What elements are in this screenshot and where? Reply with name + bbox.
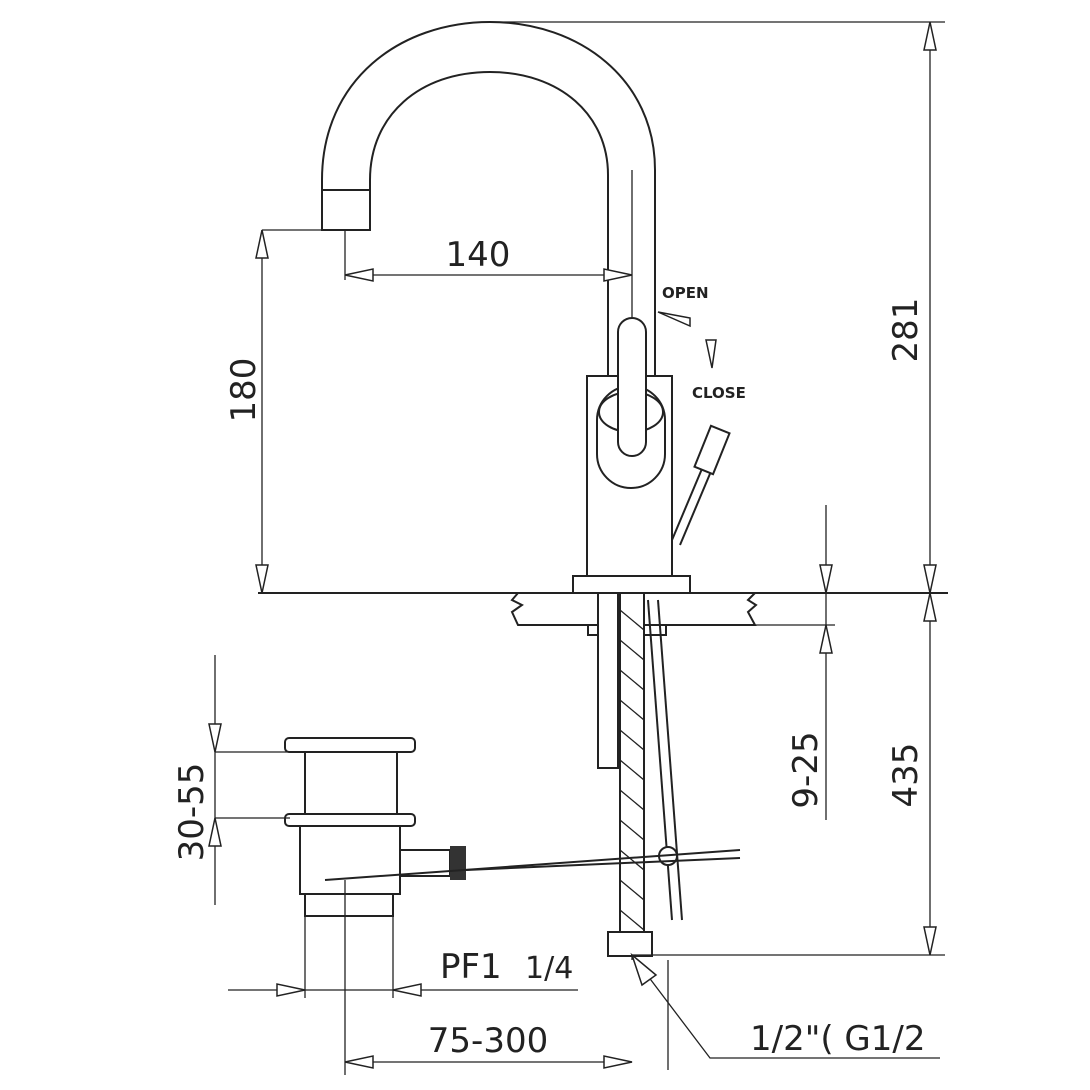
pop-up-drain: [284, 737, 741, 917]
faucet-body: [572, 317, 731, 594]
dim-drain-distance: 75-300: [428, 1021, 548, 1061]
pop-up-rod-knob: [693, 424, 731, 476]
label-close: CLOSE: [692, 384, 746, 402]
dim-total-height: 281: [886, 298, 926, 363]
dim-spout-height: 180: [224, 358, 264, 423]
dim-counter-thickness: 9-25: [786, 731, 826, 808]
dim-drain-thread: PF1: [440, 947, 502, 987]
dim-drain-height: 30-55: [172, 763, 212, 862]
label-open: OPEN: [662, 284, 709, 302]
dimension-lines: [208, 21, 945, 1075]
dim-drain-thread-fraction: 1/4: [525, 951, 573, 986]
dim-spout-reach: 140: [446, 235, 511, 275]
handle-lever: [617, 317, 647, 457]
dim-hose-connection: 1/2"( G1/2: [750, 1019, 926, 1059]
supply-hoses: [597, 592, 683, 957]
dim-hose-length: 435: [886, 743, 926, 808]
